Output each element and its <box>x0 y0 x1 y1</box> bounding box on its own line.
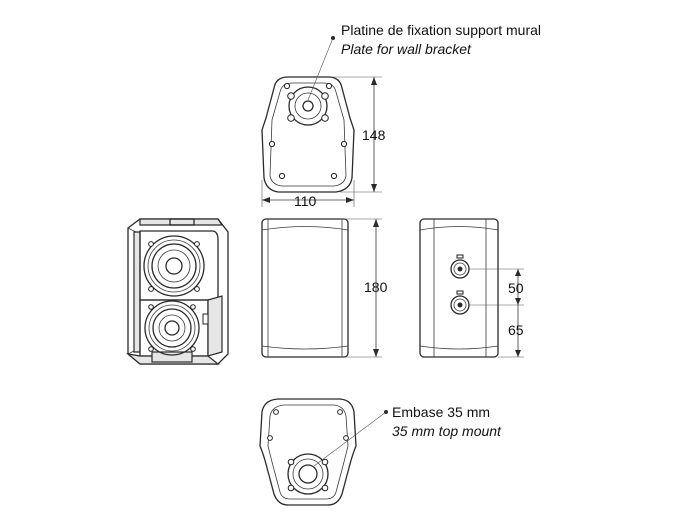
top-view-height-dimension <box>330 76 382 193</box>
connector-bottom <box>450 290 470 315</box>
bottom-view-mount <box>259 398 388 506</box>
front-view-speaker <box>125 218 229 365</box>
rear-view-connector-dimensions <box>468 268 524 358</box>
bottom-mount-label-en: 35 mm top mount <box>392 423 502 439</box>
width-110-label: 110 <box>294 193 317 209</box>
side-view-speaker <box>261 218 349 358</box>
top-view-width-dimension <box>261 180 355 207</box>
top-plate-label-en: Plate for wall bracket <box>341 41 472 57</box>
rear-view-speaker <box>419 218 499 358</box>
connector-spacing-label: 50 <box>508 280 524 296</box>
height-148-label: 148 <box>362 127 386 143</box>
height-180-label: 180 <box>364 279 388 295</box>
connector-to-bottom-label: 65 <box>508 322 524 338</box>
top-plate-label-fr: Platine de fixation support mural <box>341 22 541 38</box>
top-view-plate <box>261 36 355 193</box>
side-view-height-dimension <box>340 218 382 358</box>
bottom-mount-label-fr: Embase 35 mm <box>392 404 490 420</box>
connector-top <box>450 254 470 279</box>
